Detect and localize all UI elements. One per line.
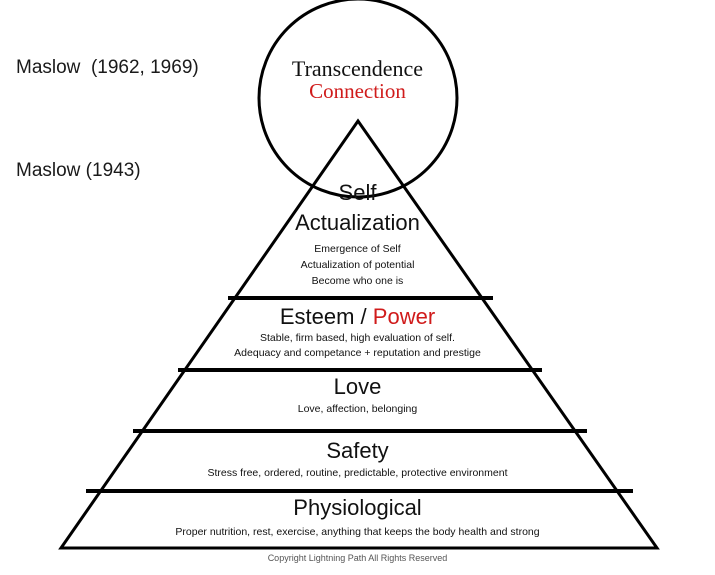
love-desc: Love, affection, belonging: [297, 403, 418, 415]
self-actualization-desc-2: Actualization of potential: [300, 259, 415, 271]
self-actualization-desc-3: Become who one is: [311, 275, 404, 287]
pyramid-outline: [58, 118, 660, 550]
copyright-text: Copyright Lightning Path All Rights Rese…: [267, 553, 448, 563]
self-actualization-desc-1: Emergence of Self: [314, 243, 401, 255]
esteem-desc-1: Stable, firm based, high evaluation of s…: [260, 332, 455, 344]
esteem-title: Esteem / Power: [0, 304, 715, 330]
maslow-1943-label: Maslow (1943): [16, 160, 141, 181]
connection-subtitle: Connection: [309, 79, 406, 103]
self-actualization-title-line2: Actualization: [295, 210, 420, 235]
transcendence-title: Transcendence: [291, 56, 424, 81]
esteem-title-text: Esteem /: [279, 304, 367, 329]
esteem-title-accent: Power: [372, 304, 436, 329]
physiological-title: Physiological: [293, 495, 422, 520]
safety-title: Safety: [326, 438, 389, 463]
transcendence-circle: [257, 0, 459, 199]
esteem-desc-2: Adequacy and competance + reputation and…: [234, 347, 481, 359]
safety-desc: Stress free, ordered, routine, predictab…: [207, 467, 508, 479]
maslow-1962-label: Maslow (1962, 1969): [16, 57, 199, 78]
self-actualization-title-line1: Self: [338, 180, 377, 205]
physiological-desc: Proper nutrition, rest, exercise, anythi…: [175, 526, 540, 538]
love-title: Love: [333, 374, 382, 399]
